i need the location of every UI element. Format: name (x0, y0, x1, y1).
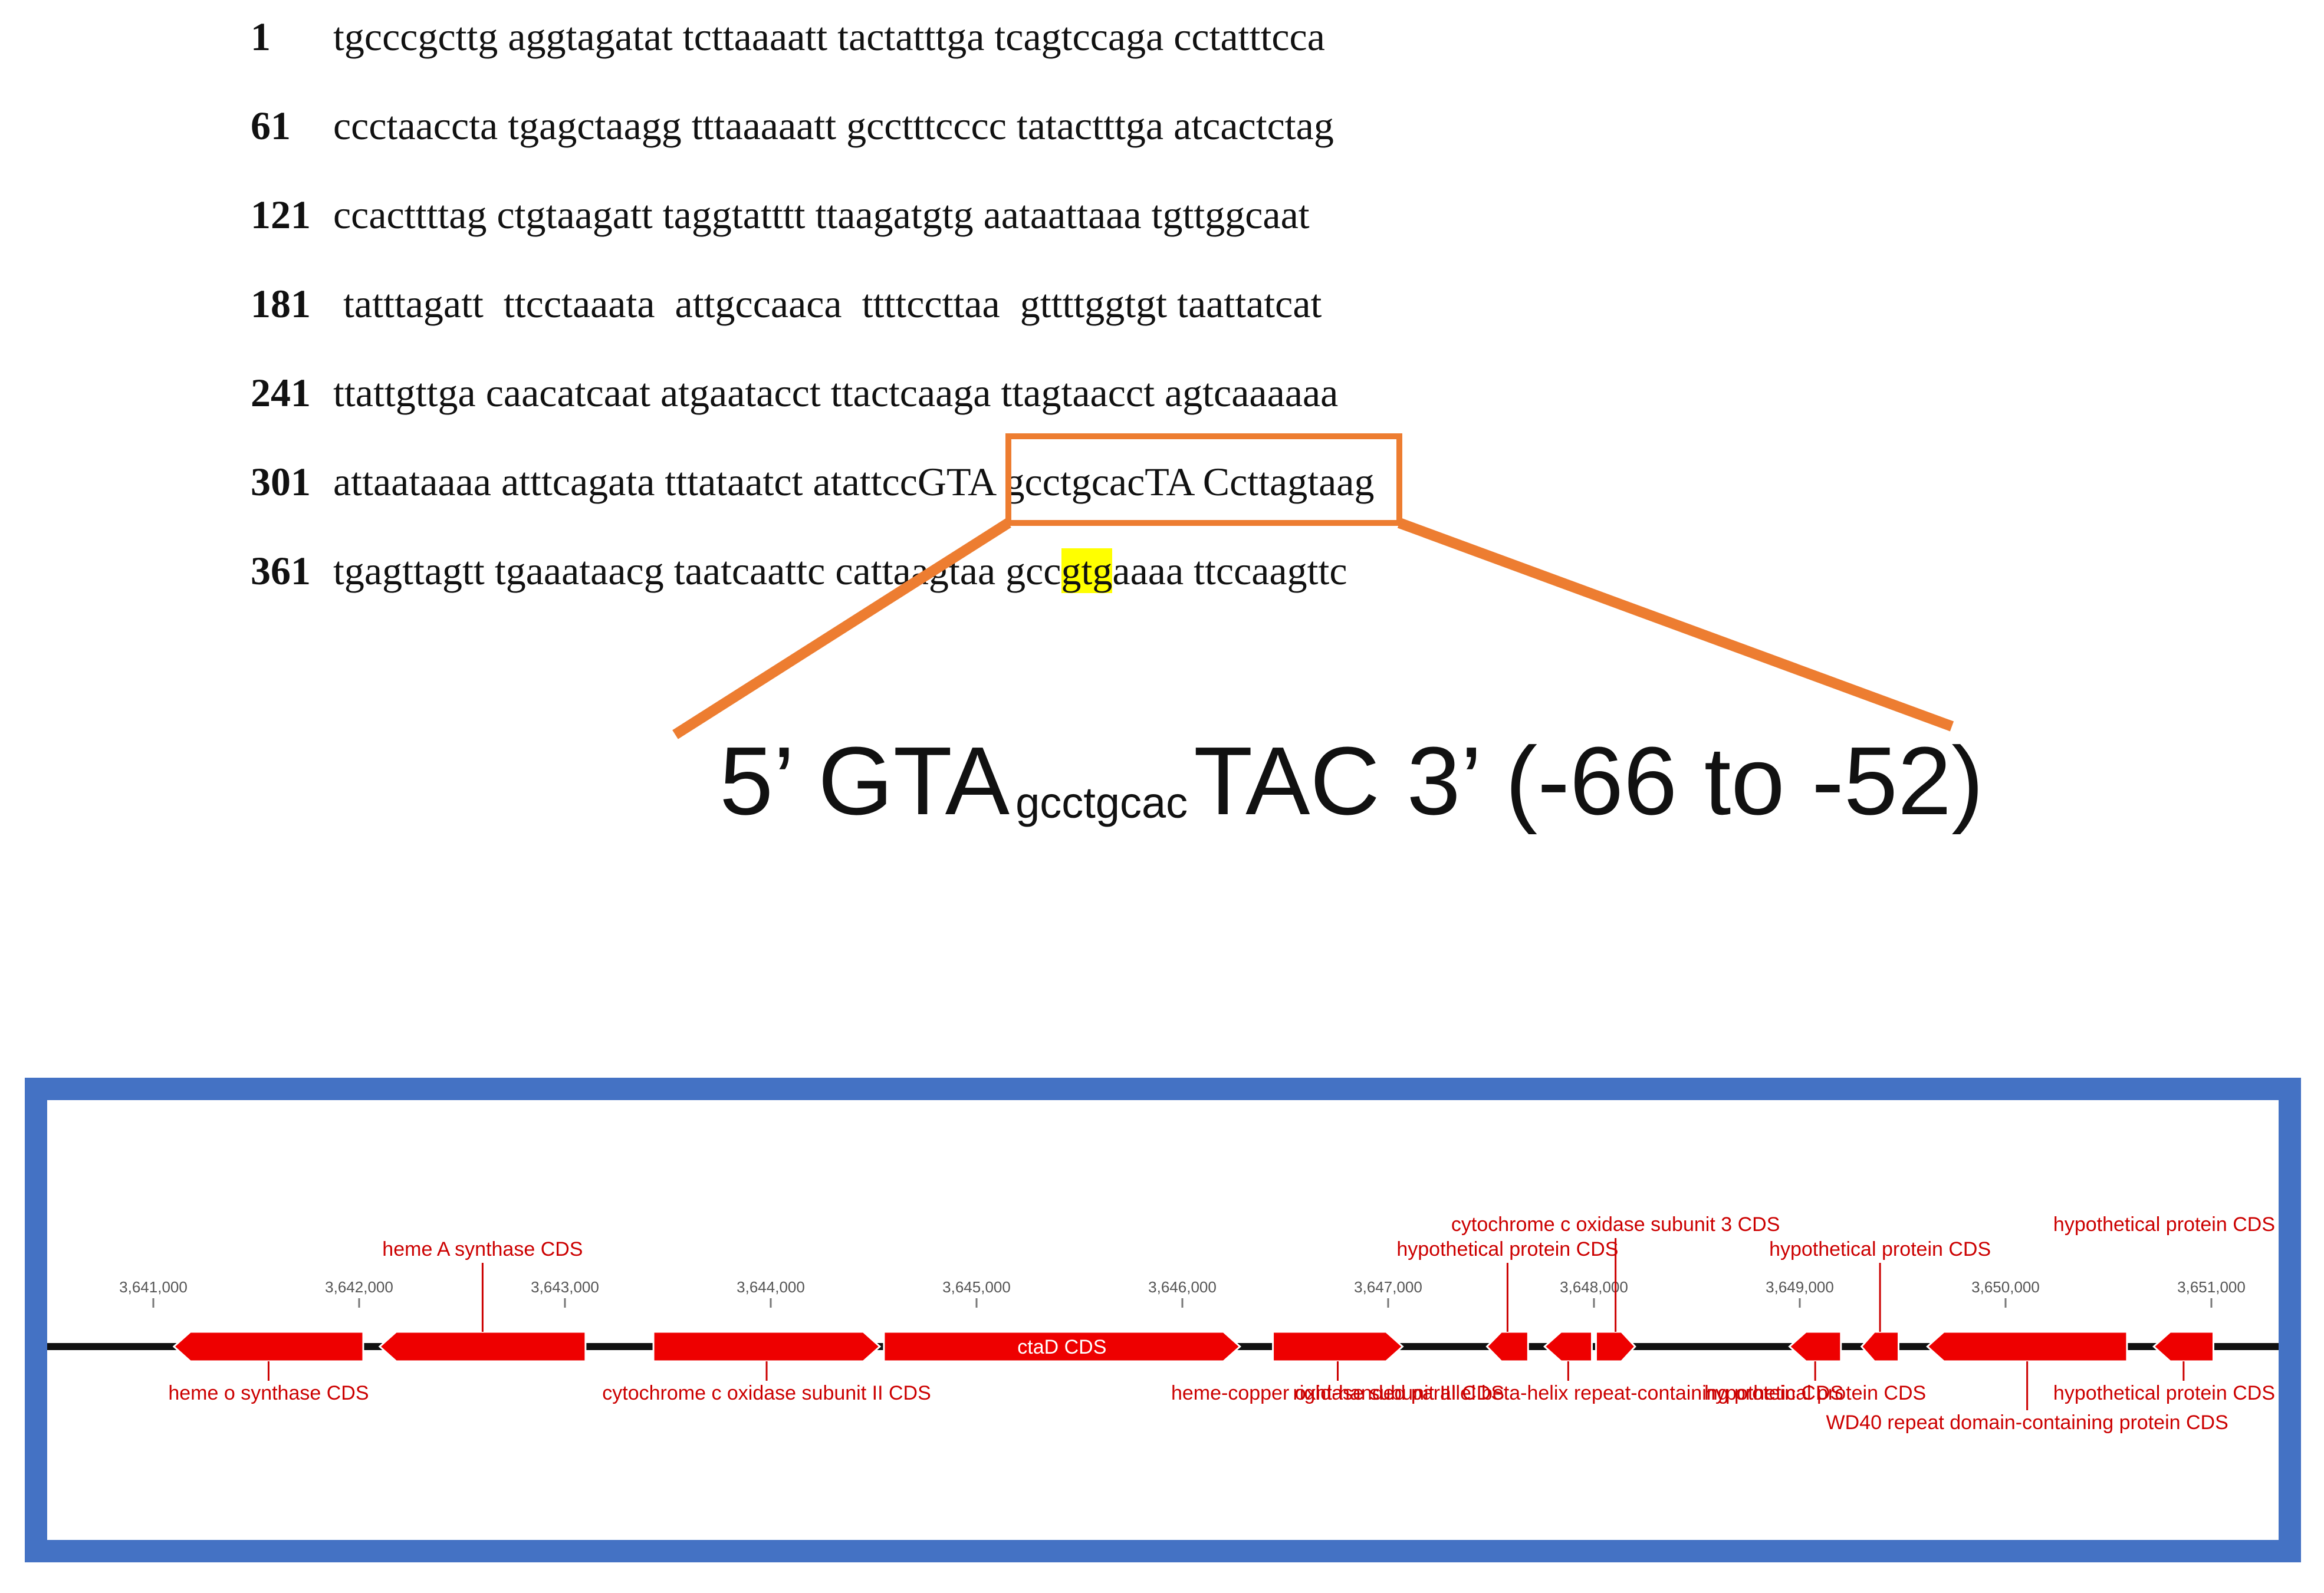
scale-tick-label: 3,642,000 (325, 1278, 393, 1296)
sequence-text: ccacttttag ctgtaagatt taggtatttt ttaagat… (333, 185, 1310, 244)
gene-label: cytochrome c oxidase subunit II CDS (602, 1382, 931, 1404)
gene-feature (1788, 1331, 1842, 1362)
gene-label: right-handed parallel beta-helix repeat-… (1293, 1382, 1844, 1404)
sequence-text: tgagttagtt tgaaataacg taatcaattc cattaag… (333, 541, 1347, 600)
gene-label: heme-copper oxidase subunit III CDS (1171, 1382, 1504, 1404)
sequence-text: tatttagatt ttcctaaata attgccaaca ttttcct… (333, 274, 1322, 333)
sequence-position: 361 (251, 548, 311, 593)
gene-feature (2152, 1331, 2214, 1362)
sequence-position: 241 (251, 370, 311, 415)
gene-feature (883, 1331, 1241, 1362)
gene-feature (652, 1331, 882, 1362)
gene-feature (378, 1331, 587, 1362)
sequence-position: 61 (251, 103, 291, 148)
gene-feature (1272, 1331, 1404, 1362)
motif-suffix: TAC 3’ (-66 to -52) (1194, 727, 1984, 835)
gene-label: hypothetical protein CDS (1769, 1238, 1991, 1260)
sequence-segment: ccctaaccta tgagctaagg tttaaaaatt gcctttc… (333, 103, 1334, 148)
scale-tick-label: 3,649,000 (1766, 1278, 1834, 1296)
scale-tick-label: 3,644,000 (737, 1278, 805, 1296)
gene-label: cytochrome c oxidase subunit 3 CDS (1451, 1213, 1780, 1236)
gene-label: hypothetical protein CDS (1396, 1238, 1618, 1260)
scale-tick-label: 3,641,000 (119, 1278, 188, 1296)
scale-tick-label: 3,651,000 (2177, 1278, 2246, 1296)
sequence-segment: tgcccgcttg aggtagatat tcttaaaatt tactatt… (333, 14, 1325, 59)
sequence-text: ttattgttga caacatcaat atgaatacct ttactca… (333, 363, 1338, 422)
sequence-position: 1 (251, 14, 271, 59)
sequence-segment: tatttagatt ttcctaaata attgccaaca ttttcct… (333, 281, 1322, 326)
sequence-segment: attaataaaa atttcagata tttataatct atattcc… (333, 459, 1375, 504)
gene-label: heme o synthase CDS (168, 1382, 369, 1404)
gene-label: hypothetical protein CDS (2053, 1213, 2275, 1236)
gene-feature (1595, 1331, 1636, 1362)
genome-map: 3,641,000 3,642,000 3,643,000 3,644,000 3,64… (47, 1213, 2279, 1434)
motif-spacer: gcctgcac (1015, 778, 1188, 827)
scale-tick-label: 3,650,000 (1971, 1278, 2040, 1296)
gene-feature (1485, 1331, 1529, 1362)
gene-label: heme A synthase CDS (382, 1238, 583, 1260)
sequence-text: tgcccgcttg aggtagatat tcttaaaatt tactatt… (333, 7, 1325, 66)
scale-tick-label: 3,646,000 (1148, 1278, 1217, 1296)
scale-tick-label: 3,647,000 (1354, 1278, 1422, 1296)
highlighted-codon: gtg (1061, 548, 1113, 593)
scale-tick-label: 3,643,000 (531, 1278, 599, 1296)
sequence-segment: aaaa ttccaagttc (1112, 548, 1347, 593)
gene-feature (1860, 1331, 1900, 1362)
sequence-segment: ttattgttga caacatcaat atgaatacct ttactca… (333, 370, 1339, 415)
sequence-text: ccctaaccta tgagctaagg tttaaaaatt gcctttc… (333, 96, 1334, 155)
gene-label: hypothetical protein CDS (2053, 1382, 2275, 1404)
gene-feature (172, 1331, 364, 1362)
sequence-position: 301 (251, 459, 311, 504)
motif-prefix: 5’ GTA (719, 727, 1010, 835)
gene-label: hypothetical protein CDS (1704, 1382, 1926, 1404)
sequence-segment: tgagttagtt tgaaataacg taatcaattc cattaag… (333, 548, 1061, 593)
genome-map-panel: 3,641,000 3,642,000 3,643,000 3,644,000 3,64… (25, 1078, 2301, 1562)
gene-feature (1926, 1331, 2128, 1362)
gene-feature (1543, 1331, 1593, 1362)
gene-label: WD40 repeat domain-containing protein CD… (1826, 1411, 2228, 1434)
scale-tick-label: 3,645,000 (942, 1278, 1011, 1296)
zoom-line-right (1397, 518, 1954, 732)
gene-label: ctaD CDS (1017, 1336, 1106, 1358)
sequence-position: 181 (251, 281, 311, 326)
sequence-segment: ccacttttag ctgtaagatt taggtatttt ttaagat… (333, 192, 1310, 237)
sequence-position: 121 (251, 192, 311, 237)
sequence-text: attaataaaa atttcagata tttataatct atattcc… (333, 452, 1374, 511)
scale-tick-label: 3,648,000 (1560, 1278, 1628, 1296)
